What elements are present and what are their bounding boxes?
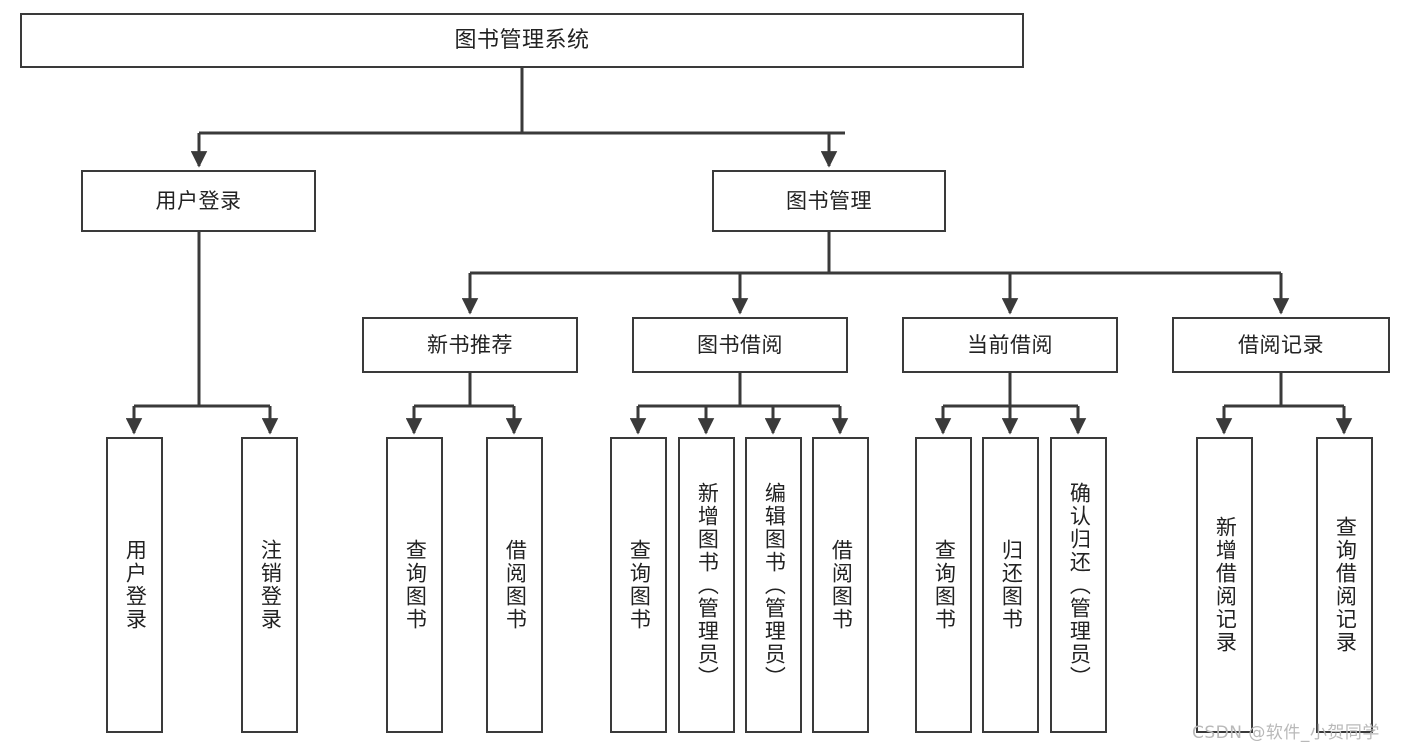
node-leaf-borrow-book-2[interactable]: 借阅图书	[812, 437, 869, 733]
node-leaf-confirm-return-label: 确认归还（管理员）	[1067, 481, 1092, 689]
node-leaf-return-book-label: 归还图书	[999, 539, 1024, 631]
node-leaf-borrow-book-1[interactable]: 借阅图书	[486, 437, 543, 733]
node-root[interactable]: 图书管理系统	[20, 13, 1024, 68]
node-leaf-user-login-label: 用户登录	[123, 539, 148, 631]
node-leaf-add-record-label: 新增借阅记录	[1213, 516, 1238, 654]
node-leaf-query-book-2-label: 查询图书	[627, 539, 652, 631]
node-leaf-confirm-return[interactable]: 确认归还（管理员）	[1050, 437, 1107, 733]
node-book-borrow[interactable]: 图书借阅	[632, 317, 848, 373]
node-leaf-return-book[interactable]: 归还图书	[982, 437, 1039, 733]
node-leaf-query-book-3[interactable]: 查询图书	[915, 437, 972, 733]
node-user-login-label: 用户登录	[155, 188, 242, 213]
node-book-manage[interactable]: 图书管理	[712, 170, 946, 232]
node-leaf-query-book-1[interactable]: 查询图书	[386, 437, 443, 733]
node-leaf-add-book[interactable]: 新增图书（管理员）	[678, 437, 735, 733]
node-leaf-query-record[interactable]: 查询借阅记录	[1316, 437, 1373, 733]
node-leaf-query-book-2[interactable]: 查询图书	[610, 437, 667, 733]
node-borrow-record-label: 借阅记录	[1238, 332, 1324, 357]
node-leaf-edit-book-label: 编辑图书（管理员）	[762, 481, 787, 689]
node-book-manage-label: 图书管理	[786, 188, 872, 213]
node-leaf-user-logout[interactable]: 注销登录	[241, 437, 298, 733]
node-book-borrow-label: 图书借阅	[697, 332, 783, 357]
node-user-login[interactable]: 用户登录	[81, 170, 316, 232]
node-new-book-recommend-label: 新书推荐	[427, 332, 513, 357]
node-leaf-add-book-label: 新增图书（管理员）	[695, 481, 720, 689]
node-leaf-query-book-1-label: 查询图书	[403, 539, 428, 631]
node-leaf-add-record[interactable]: 新增借阅记录	[1196, 437, 1253, 733]
node-current-borrow-label: 当前借阅	[967, 332, 1053, 357]
node-root-label: 图书管理系统	[454, 27, 590, 53]
node-leaf-edit-book[interactable]: 编辑图书（管理员）	[745, 437, 802, 733]
csdn-watermark: CSDN @软件_小贺同学	[1192, 723, 1380, 743]
node-leaf-user-login[interactable]: 用户登录	[106, 437, 163, 733]
node-leaf-borrow-book-2-label: 借阅图书	[829, 539, 854, 631]
node-leaf-borrow-book-1-label: 借阅图书	[503, 539, 528, 631]
node-leaf-query-record-label: 查询借阅记录	[1333, 516, 1358, 654]
node-leaf-user-logout-label: 注销登录	[258, 539, 283, 631]
node-new-book-recommend[interactable]: 新书推荐	[362, 317, 578, 373]
node-leaf-query-book-3-label: 查询图书	[932, 539, 957, 631]
node-current-borrow[interactable]: 当前借阅	[902, 317, 1118, 373]
node-borrow-record[interactable]: 借阅记录	[1172, 317, 1390, 373]
